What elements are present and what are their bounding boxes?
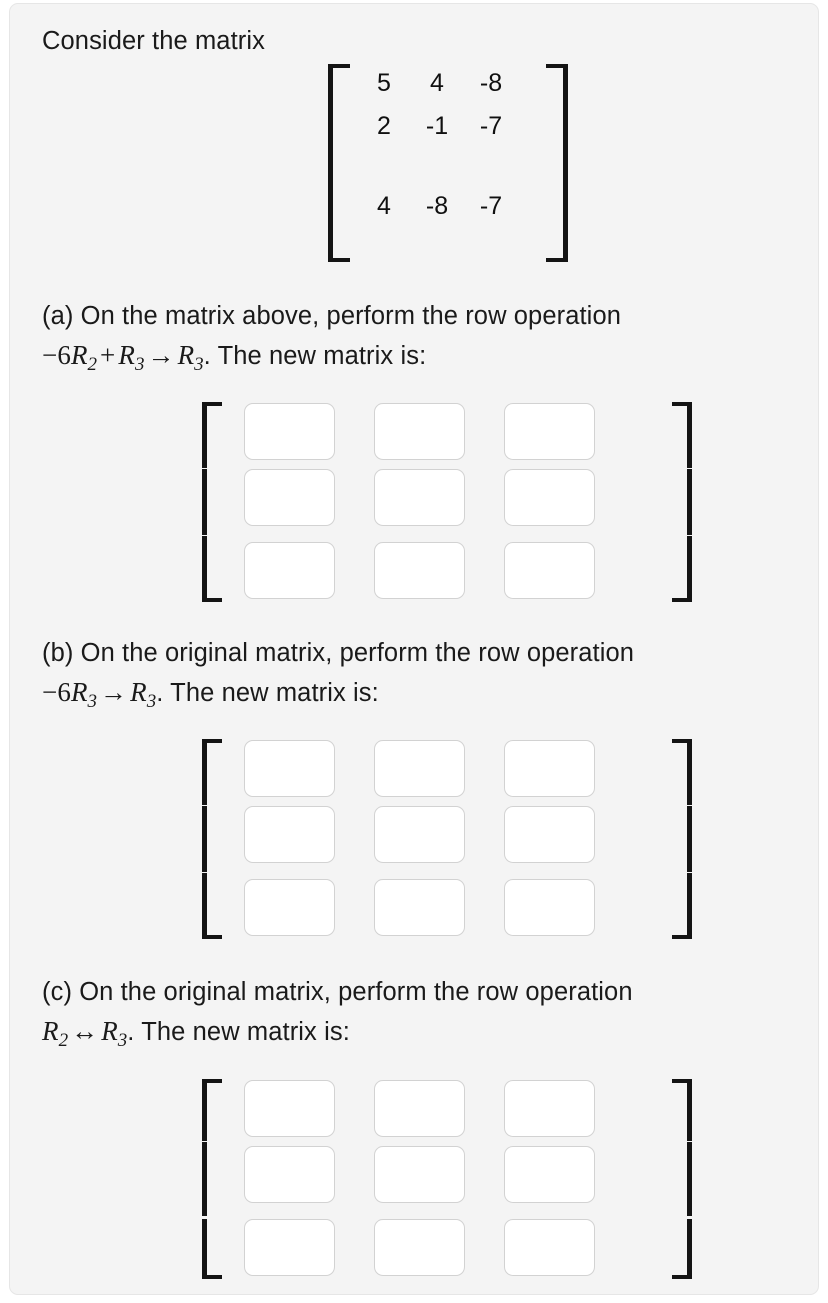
part-c-var1: R bbox=[42, 1016, 59, 1046]
part-a-var2: R bbox=[118, 340, 135, 370]
part-b-input-r2c1[interactable] bbox=[244, 806, 335, 863]
part-c-input-r1c3[interactable] bbox=[504, 1080, 595, 1137]
part-b-tail: . The new matrix is: bbox=[156, 679, 379, 707]
part-c-line1: (c) On the original matrix, perform the … bbox=[42, 978, 633, 1006]
part-b-input-r2c2[interactable] bbox=[374, 806, 465, 863]
question-card: Consider the matrix 5 4 -8 2 -1 -7 4 -8 … bbox=[9, 3, 819, 1295]
part-a-input-r1c1[interactable] bbox=[244, 403, 335, 460]
part-b-input-r3c3[interactable] bbox=[504, 879, 595, 936]
part-b-line1: (b) On the original matrix, perform the … bbox=[42, 639, 635, 667]
part-b-input-r1c2[interactable] bbox=[374, 740, 465, 797]
part-a-line2: −6R2+R3→R3. The new matrix is: bbox=[42, 336, 426, 384]
part-a-input-r3c2[interactable] bbox=[374, 542, 465, 599]
part-b-var3: R bbox=[130, 677, 147, 707]
part-a-right-bracket bbox=[672, 402, 692, 602]
given-matrix-left-bracket bbox=[328, 64, 350, 262]
part-a-input-r2c2[interactable] bbox=[374, 469, 465, 526]
part-c-answer-grid bbox=[244, 1079, 650, 1279]
part-b-arrow-icon: → bbox=[100, 677, 128, 707]
part-a-input-r3c3[interactable] bbox=[504, 542, 595, 599]
part-c-answer-matrix bbox=[202, 1079, 692, 1279]
part-b-var1: R bbox=[70, 677, 88, 707]
matrix-cell-r2c3: -7 bbox=[479, 112, 503, 140]
matrix-cell-r2c2: -1 bbox=[425, 112, 449, 140]
given-matrix-cells: 5 4 -8 2 -1 -7 4 -8 -7 bbox=[358, 64, 538, 262]
part-a-sub1: 2 bbox=[87, 354, 98, 375]
part-a-input-r3c1[interactable] bbox=[244, 542, 335, 599]
part-a-answer-grid bbox=[244, 402, 650, 602]
part-b-input-r1c1[interactable] bbox=[244, 740, 335, 797]
part-c-left-bracket bbox=[202, 1079, 222, 1279]
part-c-var3: R bbox=[101, 1016, 118, 1046]
part-b-input-r3c1[interactable] bbox=[244, 879, 335, 936]
part-b-input-r2c3[interactable] bbox=[504, 806, 595, 863]
part-b-sub1: 3 bbox=[87, 691, 98, 712]
part-a-tail: . The new matrix is: bbox=[203, 342, 427, 370]
matrix-cell-r1c3: -8 bbox=[479, 69, 503, 97]
part-a-line1: (a) On the matrix above, perform the row… bbox=[42, 302, 622, 330]
part-b-line2: −6R3→R3. The new matrix is: bbox=[42, 673, 379, 721]
matrix-cell-r1c2: 4 bbox=[430, 69, 444, 97]
part-a-input-r1c2[interactable] bbox=[374, 403, 465, 460]
part-b-answer-grid bbox=[244, 739, 650, 939]
part-a-left-bracket bbox=[202, 402, 222, 602]
part-c-input-r2c2[interactable] bbox=[374, 1146, 465, 1203]
part-c-input-r2c3[interactable] bbox=[504, 1146, 595, 1203]
part-b-input-r1c3[interactable] bbox=[504, 740, 595, 797]
part-a-var3: R bbox=[177, 340, 195, 370]
matrix-cell-r3c2: -8 bbox=[425, 192, 449, 220]
part-c-sub1: 2 bbox=[58, 1030, 69, 1051]
part-b-answer-matrix bbox=[202, 739, 692, 939]
part-a-arrow-icon: → bbox=[147, 340, 175, 370]
part-c-input-r3c2[interactable] bbox=[374, 1219, 465, 1276]
part-a-input-r1c3[interactable] bbox=[504, 403, 595, 460]
part-c-input-r3c1[interactable] bbox=[244, 1219, 335, 1276]
part-c-line2: R2↔R3. The new matrix is: bbox=[42, 1012, 350, 1060]
part-a-answer-matrix bbox=[202, 402, 692, 602]
part-b-left-bracket bbox=[202, 739, 222, 939]
part-a-sub3: 3 bbox=[194, 354, 204, 375]
matrix-cell-r2c1: 2 bbox=[377, 112, 391, 140]
part-c-tail: . The new matrix is: bbox=[127, 1018, 350, 1046]
given-matrix: 5 4 -8 2 -1 -7 4 -8 -7 bbox=[328, 64, 568, 262]
part-b-right-bracket bbox=[672, 739, 692, 939]
part-a-var1: R bbox=[70, 340, 88, 370]
part-c-input-r1c1[interactable] bbox=[244, 1080, 335, 1137]
intro-text: Consider the matrix bbox=[42, 27, 265, 55]
part-a-input-r2c1[interactable] bbox=[244, 469, 335, 526]
part-c-input-r1c2[interactable] bbox=[374, 1080, 465, 1137]
part-b-coefficient: −6 bbox=[42, 677, 71, 707]
matrix-cell-r1c1: 5 bbox=[377, 69, 391, 97]
part-a-sub2: 3 bbox=[134, 354, 145, 375]
matrix-cell-r3c3: -7 bbox=[479, 192, 503, 220]
part-c-sub3: 3 bbox=[117, 1030, 128, 1051]
part-c-right-bracket bbox=[672, 1079, 692, 1279]
matrix-cell-r3c1: 4 bbox=[377, 192, 391, 220]
part-a-plus: + bbox=[100, 340, 116, 370]
given-matrix-right-bracket bbox=[546, 64, 568, 262]
part-c-input-r3c3[interactable] bbox=[504, 1219, 595, 1276]
part-b-sub3: 3 bbox=[146, 691, 157, 712]
part-c-arrow-icon: ↔ bbox=[71, 1016, 99, 1046]
part-a-input-r2c3[interactable] bbox=[504, 469, 595, 526]
part-c-input-r2c1[interactable] bbox=[244, 1146, 335, 1203]
part-b-input-r3c2[interactable] bbox=[374, 879, 465, 936]
part-a-coefficient: −6 bbox=[42, 340, 71, 370]
